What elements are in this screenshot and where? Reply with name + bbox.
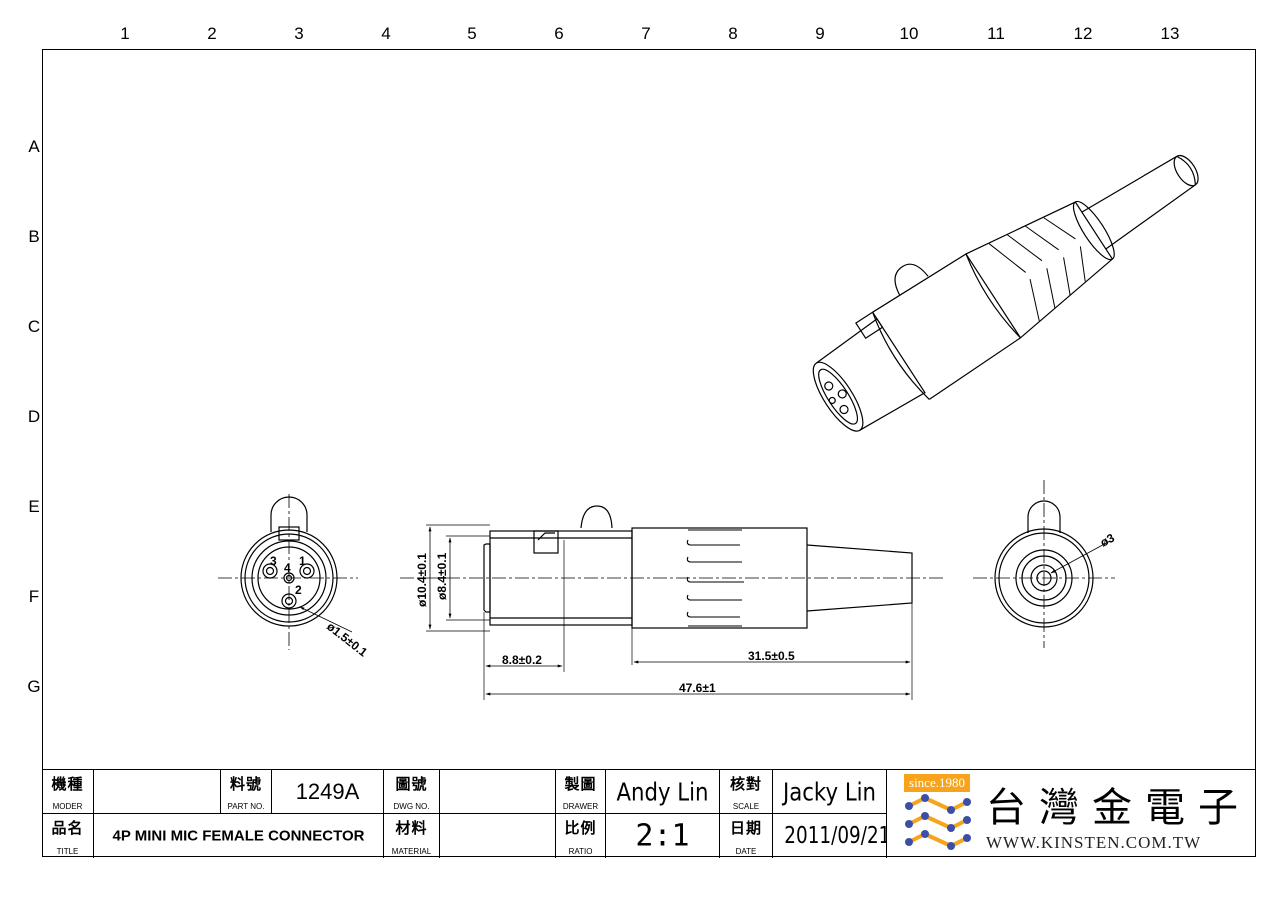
pin-label-3: 3	[270, 554, 277, 568]
drawer-label-en: DRAWER	[562, 802, 599, 811]
ratio-value: 2:1	[635, 818, 690, 854]
grid-column-label: 13	[1160, 24, 1180, 43]
ratio-value-cell: 2:1	[606, 814, 720, 858]
part-label-cell: 料號 PART NO.	[221, 770, 272, 814]
company-url: WWW.KINSTEN.COM.TW	[986, 833, 1202, 852]
dim-cable-hole: ø3	[1098, 531, 1117, 550]
drawing-frame	[42, 49, 1256, 857]
dwg-value-cell	[440, 770, 556, 814]
dwg-label-cell: 圖號 DWG NO.	[384, 770, 440, 814]
scale-label-en: SCALE	[732, 802, 760, 811]
drawer-value-cell: Andy Lin	[606, 770, 720, 814]
grid-row-label: G	[27, 677, 41, 696]
grid-column-label: 10	[899, 24, 919, 43]
grid-column-label: 9	[815, 24, 825, 43]
material-label-zh: 材料	[395, 819, 428, 837]
date-value-cell: 2011/09/21	[773, 814, 887, 858]
title-label-cell: 品名 TITLE	[42, 814, 94, 858]
grid-column-label: 1	[120, 24, 130, 43]
pin-label-1: 1	[299, 554, 306, 568]
drawer-label-cell: 製圖 DRAWER	[556, 770, 606, 814]
dwg-label-en: DWG NO.	[393, 802, 430, 811]
grid-row-label: E	[28, 497, 40, 516]
scale-value: Jacky Lin	[782, 777, 877, 806]
part-label-zh: 料號	[229, 775, 262, 793]
material-label-en: MATERIAL	[391, 847, 432, 856]
scale-label-zh: 核對	[729, 775, 762, 793]
grid-row-label: D	[27, 407, 41, 426]
logo-since-badge: since.1980	[904, 774, 970, 792]
ratio-label-cell: 比例 RATIO	[556, 814, 606, 858]
grid-column-label: 5	[467, 24, 477, 43]
grid-column-label: 2	[207, 24, 217, 43]
pin-label-2: 2	[295, 583, 302, 597]
model-value-cell	[94, 770, 221, 814]
drawer-value: Andy Lin	[616, 777, 709, 806]
grid-row-label: F	[28, 587, 40, 606]
date-value: 2011/09/21	[784, 823, 887, 849]
grid-column-label: 11	[987, 24, 1005, 43]
date-label-zh: 日期	[729, 819, 762, 837]
grid-row-label: B	[28, 227, 40, 246]
side-view	[400, 505, 945, 700]
ratio-label-en: RATIO	[568, 847, 593, 856]
dim-total-length: 47.6±1	[679, 681, 716, 695]
dim-pin-dia: ø1.5±0.1	[324, 619, 370, 659]
grid-row-label: C	[27, 317, 41, 336]
title-block: 機種 MODER 料號 PART NO. 1249A 圖號 DWG NO. 製圖…	[42, 769, 1256, 858]
scale-label-cell: 核對 SCALE	[720, 770, 773, 814]
grid-column-label: 4	[381, 24, 391, 43]
title-value-cell: 4P MINI MIC FEMALE CONNECTOR	[94, 814, 384, 858]
part-value-cell: 1249A	[272, 770, 384, 814]
isometric-view	[812, 154, 1199, 432]
front-view	[218, 494, 358, 650]
dim-boot-length: 31.5±0.5	[748, 649, 795, 663]
title-value: 4P MINI MIC FEMALE CONNECTOR	[112, 827, 365, 845]
dim-front-length: 8.8±0.2	[502, 653, 542, 667]
title-label-zh: 品名	[51, 819, 84, 837]
date-label-en: DATE	[735, 847, 757, 856]
ratio-label-zh: 比例	[564, 819, 597, 837]
model-label-en: MODER	[52, 802, 83, 811]
grid-column-label: 3	[294, 24, 304, 43]
pin-label-4: 4	[284, 561, 291, 575]
drawer-label-zh: 製圖	[564, 775, 597, 793]
logo-circuit-icon	[905, 794, 971, 850]
grid-row-label: A	[28, 137, 40, 156]
model-label-cell: 機種 MODER	[42, 770, 94, 814]
material-label-cell: 材料 MATERIAL	[384, 814, 440, 858]
scale-value-cell: Jacky Lin	[773, 770, 887, 814]
part-label-en: PART NO.	[227, 802, 265, 811]
material-value-cell	[440, 814, 556, 858]
dim-outer-dia: ø10.4±0.1	[415, 553, 429, 607]
dwg-label-zh: 圖號	[395, 775, 428, 793]
date-label-cell: 日期 DATE	[720, 814, 773, 858]
grid-column-label: 7	[641, 24, 651, 43]
company-name-zh: 台灣金電子	[986, 785, 1251, 831]
title-label-en: TITLE	[56, 847, 79, 856]
model-label-zh: 機種	[51, 775, 84, 793]
grid-column-label: 12	[1073, 24, 1093, 43]
grid-column-label: 6	[554, 24, 564, 43]
part-value: 1249A	[295, 778, 360, 804]
dim-inner-dia: ø8.4±0.1	[435, 552, 449, 600]
grid-column-label: 8	[728, 24, 738, 43]
rear-view	[973, 480, 1115, 648]
